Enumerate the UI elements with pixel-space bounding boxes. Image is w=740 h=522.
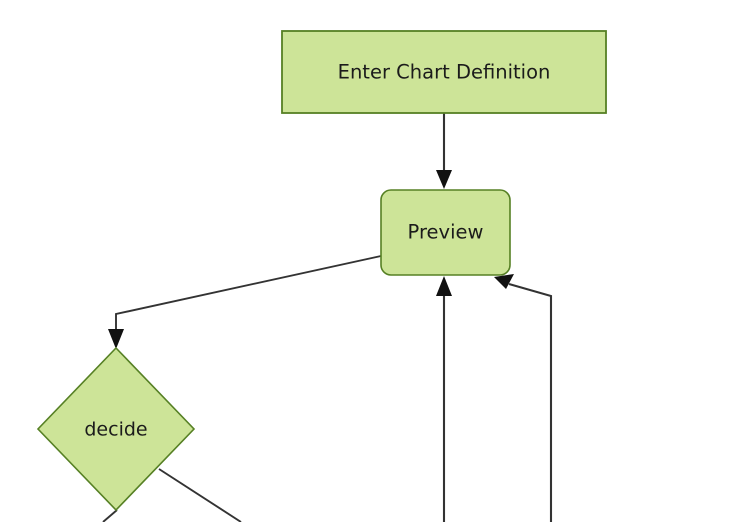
arrowhead-icon [436,170,452,189]
edge-line [115,255,382,338]
node-decide[interactable]: decide [36,346,196,512]
edge-line [508,282,553,522]
edge-line [158,468,242,522]
edge-enter-to-preview[interactable] [436,113,452,189]
edge-bottom-center-to-preview[interactable] [436,276,452,522]
edge-decide-bottom-right[interactable] [158,468,242,522]
arrowhead-icon [108,329,124,349]
arrowhead-icon [436,276,452,296]
node-preview[interactable]: Preview [380,189,511,276]
edge-layer [102,113,553,522]
edge-bottom-right-to-preview[interactable] [494,274,553,522]
node-layer: Enter Chart Definition Preview decide [36,30,607,512]
node-shape-diamond [36,346,196,512]
edge-line [102,509,118,522]
node-shape-rounded-rectangle [380,189,511,276]
edge-decide-bottom-left[interactable] [102,509,118,522]
arrowhead-icon [494,274,514,289]
node-shape-rectangle [281,30,607,114]
node-enter-chart-definition[interactable]: Enter Chart Definition [281,30,607,114]
edge-preview-to-decide[interactable] [108,255,382,349]
